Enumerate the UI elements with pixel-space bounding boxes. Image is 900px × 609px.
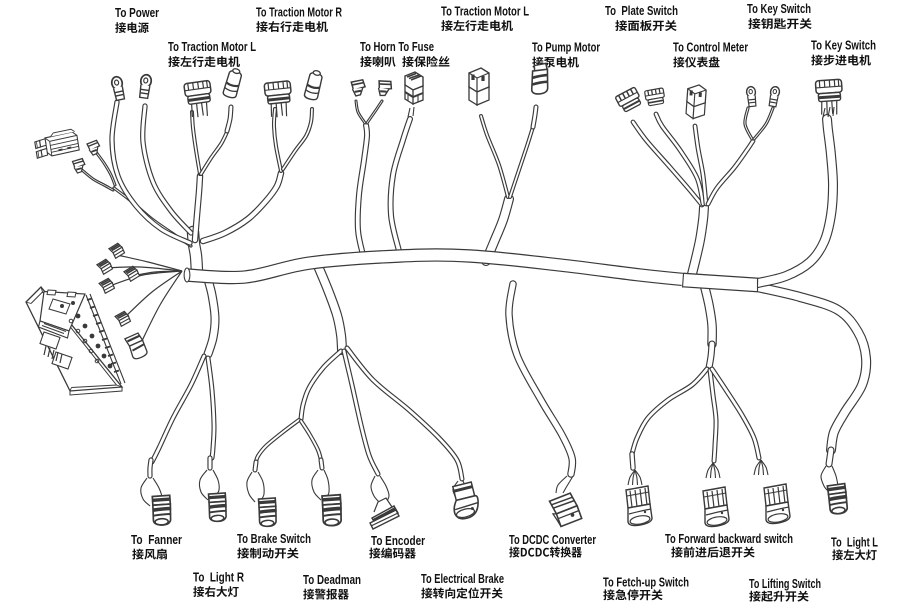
svg-text:To Lifting Switch: To Lifting Switch [749,576,821,591]
svg-text:To Traction Motor L: To Traction Motor L [168,39,256,54]
svg-text:To Traction Motor L: To Traction Motor L [441,3,529,18]
svg-text:To Power: To Power [115,5,159,20]
svg-text:To Key Switch: To Key Switch [811,38,876,53]
svg-text:To Electrical Brake: To Electrical Brake [421,571,504,586]
svg-text:To Light R: To Light R [193,570,244,585]
svg-text:To Brake Switch: To Brake Switch [237,531,311,546]
svg-text:To Fetch-up Switch: To Fetch-up Switch [603,575,689,590]
svg-text:To Plate Switch: To Plate Switch [605,3,678,18]
svg-text:To Traction Motor R: To Traction Motor R [256,4,342,19]
svg-text:To Encoder: To Encoder [371,533,425,548]
svg-text:To DCDC Converter: To DCDC Converter [509,532,596,547]
svg-text:To Control Meter: To Control Meter [673,40,748,55]
svg-text:To Forward backward switch: To Forward backward switch [665,531,793,546]
svg-text:To Horn To Fuse: To Horn To Fuse [360,39,434,54]
svg-text:To Light L: To Light L [831,535,878,550]
svg-text:To Pump Motor: To Pump Motor [532,40,600,55]
svg-text:To Deadman: To Deadman [303,572,361,587]
svg-text:To Key Switch: To Key Switch [747,1,811,16]
svg-text:To Fanner: To Fanner [131,532,182,547]
